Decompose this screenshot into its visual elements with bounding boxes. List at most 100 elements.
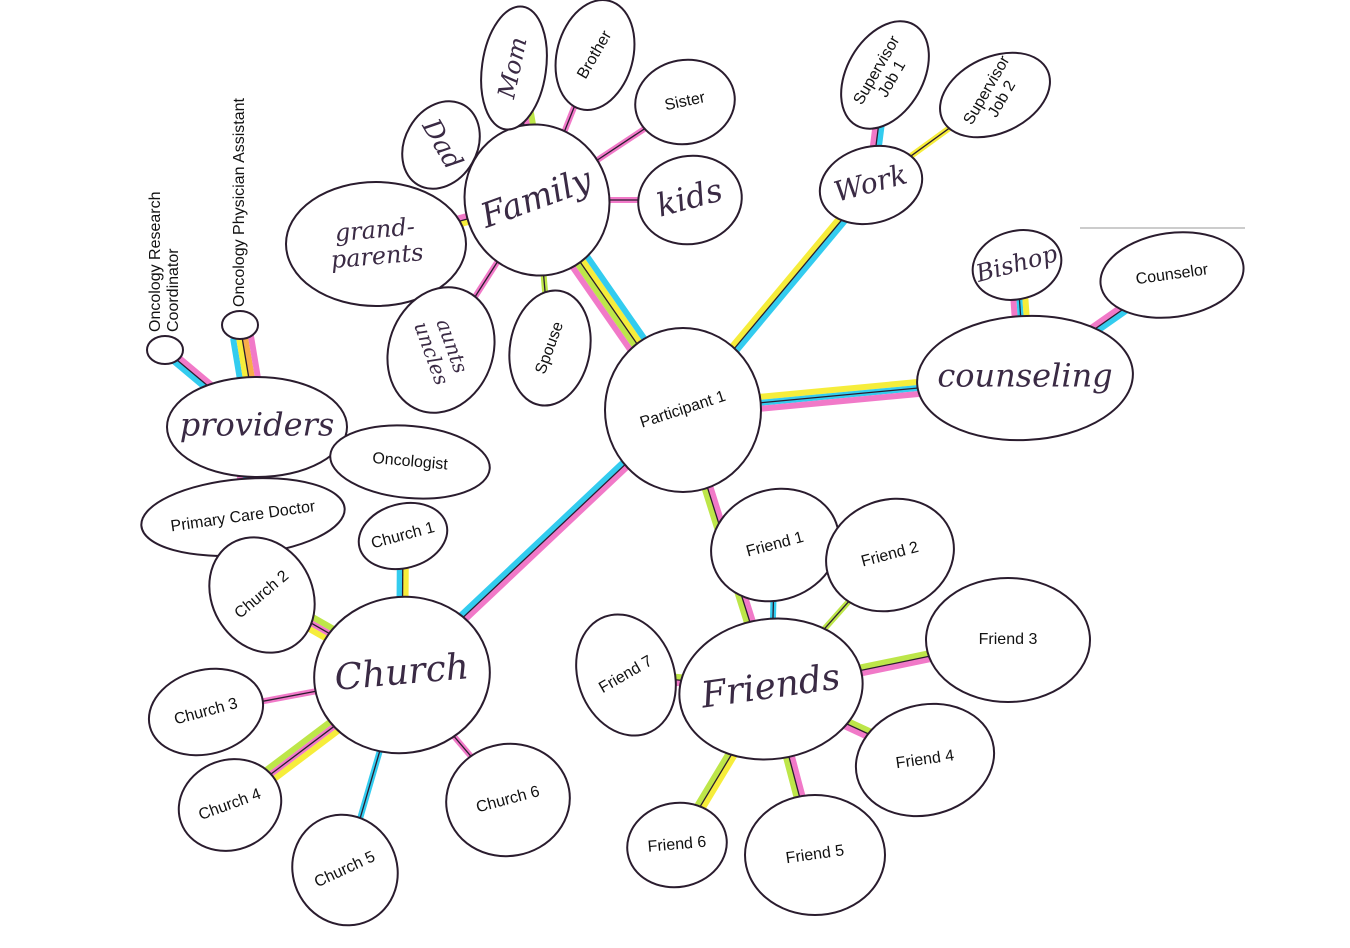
edge-stroke-cyan — [230, 336, 244, 385]
node-church6[interactable]: Church 6 — [437, 734, 579, 866]
edge-stroke-pink — [565, 258, 637, 358]
node-work[interactable]: Work — [811, 135, 931, 235]
node-kids[interactable]: kids — [631, 148, 749, 253]
node-friend1[interactable]: Friend 1 — [695, 471, 855, 619]
edge-participant-family — [565, 248, 652, 358]
node-bubble — [166, 376, 348, 478]
node-church[interactable]: Church — [304, 586, 500, 765]
edge-providers-opa — [230, 333, 262, 385]
node-bubble — [146, 335, 184, 365]
node-bubble — [221, 310, 259, 340]
node-bubble — [678, 617, 864, 761]
node-bubble — [818, 144, 924, 226]
edge-stroke-green — [257, 711, 343, 778]
edge-church-church4 — [257, 711, 350, 788]
node-providers[interactable]: providers — [166, 376, 348, 478]
nodes-layer: Participant 1 Family Work counseling provide… — [139, 0, 1249, 942]
node-bubble — [508, 289, 592, 407]
node-dad[interactable]: Dad — [387, 87, 495, 203]
node-friend5[interactable]: Friend 5 — [744, 794, 886, 916]
node-grandparents[interactable]: grand-parents — [285, 181, 467, 307]
edge-participant-work — [725, 207, 854, 359]
edge-stroke-yellow — [236, 335, 250, 384]
node-label: Oncology Physician Assistant — [231, 97, 248, 307]
edge-ink-line — [358, 745, 382, 823]
node-friends[interactable]: Friends — [670, 607, 872, 771]
node-label: providers — [180, 406, 335, 444]
node-family[interactable]: Family — [443, 104, 630, 296]
edge-ink-line — [787, 753, 802, 801]
node-label: Oncologist — [372, 450, 449, 474]
node-counselor[interactable]: Counselor — [1095, 223, 1249, 326]
edge-friends-friend5 — [782, 749, 807, 804]
edge-church-church5 — [355, 743, 385, 826]
node-bubble — [177, 758, 283, 852]
node-label: counseling — [937, 357, 1112, 395]
node-church4[interactable]: Church 4 — [166, 745, 295, 865]
node-bubble — [357, 501, 449, 571]
node-church1[interactable]: Church 1 — [351, 493, 454, 578]
edge-stroke-yellow — [725, 207, 849, 355]
node-bubble — [925, 577, 1091, 703]
node-bubble — [626, 801, 728, 889]
node-brother[interactable]: Brother — [544, 0, 646, 119]
edge-stroke-yellow — [575, 251, 647, 351]
edge-stroke-green — [782, 751, 801, 804]
edge-ink-line — [730, 212, 849, 354]
node-church5[interactable]: Church 5 — [274, 797, 416, 942]
node-church3[interactable]: Church 3 — [139, 656, 273, 767]
node-church2[interactable]: Church 2 — [189, 518, 336, 672]
node-sister[interactable]: Sister — [628, 52, 741, 152]
node-bubble — [401, 100, 481, 190]
node-bubble — [939, 51, 1051, 139]
edge-stroke-yellow — [697, 744, 743, 816]
node-bubble — [147, 667, 265, 757]
edge-stroke-pink — [787, 749, 807, 803]
node-friend4[interactable]: Friend 4 — [843, 689, 1007, 831]
node-counseling[interactable]: counseling — [914, 310, 1136, 445]
edge-ink-line — [455, 460, 630, 625]
node-bubble — [554, 0, 636, 111]
node-opa[interactable]: Oncology Physician Assistant — [221, 97, 259, 340]
node-friend7[interactable]: Friend 7 — [560, 600, 693, 749]
edge-stroke-orange — [242, 334, 256, 383]
node-label: Friend 3 — [979, 631, 1038, 648]
node-bubble — [854, 702, 996, 818]
node-friend2[interactable]: Friend 2 — [810, 481, 970, 629]
edge-stroke-cyan — [729, 211, 854, 359]
node-bubble — [825, 497, 955, 613]
node-participant[interactable]: Participant 1 — [604, 327, 762, 493]
node-bubble — [637, 154, 743, 246]
node-mom[interactable]: Mom — [474, 2, 555, 134]
node-aunts[interactable]: auntsuncles — [370, 272, 512, 428]
node-bubble — [208, 536, 316, 654]
edge-ink-line — [697, 745, 738, 812]
edge-ink-line — [575, 255, 642, 350]
node-spouse[interactable]: Spouse — [501, 284, 600, 412]
edge-stroke-yellow — [264, 721, 350, 788]
node-orc[interactable]: Oncology ResearchCoordinator — [146, 191, 184, 365]
node-label: Friend 6 — [647, 834, 707, 856]
node-bubble — [313, 595, 491, 755]
node-bubble — [329, 424, 491, 500]
edge-family-sister — [591, 121, 655, 166]
node-bubble — [634, 58, 736, 146]
node-bubble — [604, 327, 762, 493]
edge-participant-church — [450, 455, 635, 630]
node-sup1[interactable]: SupervisorJob 1 — [823, 6, 947, 144]
node-bishop[interactable]: Bishop — [965, 221, 1070, 310]
node-bubble — [480, 5, 548, 131]
node-sup2[interactable]: SupervisorJob 2 — [926, 36, 1063, 154]
edge-ink-line — [241, 338, 250, 381]
node-friend3[interactable]: Friend 3 — [925, 577, 1091, 703]
node-bubble — [386, 286, 496, 414]
edge-stroke-green — [570, 254, 642, 354]
node-bubble — [710, 487, 840, 603]
node-label: grand-parents — [327, 211, 424, 273]
edge-stroke-green — [692, 741, 738, 813]
node-label: Oncology ResearchCoordinator — [147, 191, 182, 332]
edge-church-church1 — [396, 563, 409, 604]
node-friend6[interactable]: Friend 6 — [620, 795, 733, 895]
edge-stroke-pink — [454, 460, 635, 630]
node-oncologist[interactable]: Oncologist — [327, 419, 493, 505]
